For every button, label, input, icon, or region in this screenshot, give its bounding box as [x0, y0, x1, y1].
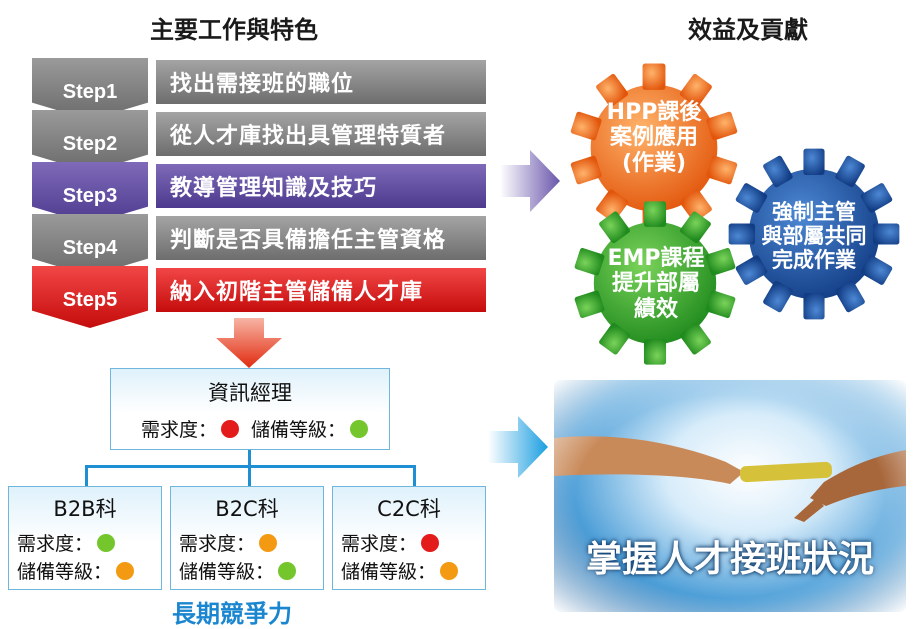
gear-green-text: EMP課程 提升部屬 績效	[606, 246, 706, 322]
reserve-dot-icon	[350, 419, 369, 438]
demand-label: 需求度：	[179, 533, 256, 555]
gear-orange-line2: 案例應用	[609, 125, 698, 151]
org-child-reserve: 儲備等級：	[179, 557, 297, 584]
demand-label: 需求度：	[141, 419, 218, 441]
org-child-demand: 需求度：	[17, 529, 116, 556]
photo-caption: 掌握人才接班狀況	[585, 539, 874, 580]
org-child-box-b2b: B2B科 需求度： 儲備等級：	[8, 486, 162, 590]
reserve-label: 儲備等級：	[251, 419, 347, 441]
step3-text: 教導管理知識及技巧	[170, 176, 378, 201]
step5-chevron: Step5	[32, 266, 148, 328]
org-child-reserve: 儲備等級：	[341, 557, 459, 584]
demand-dot-icon	[97, 533, 116, 552]
step3-bar: 教導管理知識及技巧	[156, 164, 486, 208]
org-top-box: 資訊經理 需求度： 儲備等級：	[110, 368, 390, 450]
reserve-dot-icon	[278, 561, 297, 580]
right-arrow-blue-icon	[488, 416, 548, 478]
org-footer: 長期競爭力	[172, 600, 292, 628]
down-arrow-icon	[216, 318, 282, 368]
step5-bar: 納入初階主管儲備人才庫	[156, 268, 486, 312]
gear-blue-icon	[728, 148, 900, 320]
org-child-title: B2C科	[215, 497, 279, 521]
demand-dot-icon	[221, 419, 240, 438]
org-child-demand: 需求度：	[179, 529, 278, 556]
gear-orange-icon	[570, 63, 738, 233]
demand-label: 需求度：	[341, 533, 418, 555]
reserve-dot-icon	[116, 561, 135, 580]
gear-orange-line3: (作業)	[621, 150, 687, 176]
step5-text: 納入初階主管儲備人才庫	[170, 280, 424, 305]
gear-orange-text: HPP課後 案例應用 (作業)	[606, 100, 702, 176]
step1-label: Step1	[62, 81, 118, 103]
right-arrow-purple-icon	[500, 150, 560, 212]
org-child-title: B2B科	[53, 497, 117, 521]
connector-line	[85, 465, 88, 487]
gear-blue-line2: 與部屬共同	[761, 224, 867, 249]
gear-blue-text: 強制主管 與部屬共同 完成作業	[756, 200, 872, 272]
step1-text: 找出需接班的職位	[170, 72, 355, 97]
step3-label: Step3	[62, 185, 118, 207]
step2-text: 從人才庫找出具管理特質者	[170, 124, 447, 149]
gear-blue-line1: 強制主管	[772, 200, 856, 224]
org-child-title: C2C科	[377, 497, 441, 521]
gear-blue-line3: 完成作業	[772, 248, 856, 273]
reserve-label: 儲備等級：	[179, 561, 275, 583]
hands-baton-illustration	[554, 436, 906, 522]
org-child-reserve: 儲備等級：	[17, 557, 135, 584]
gear-orange-line1: HPP課後	[606, 100, 702, 125]
demand-label: 需求度：	[17, 533, 94, 555]
step4-bar: 判斷是否具備擔任主管資格	[156, 216, 486, 260]
connector-line	[413, 465, 416, 487]
left-header: 主要工作與特色	[150, 16, 318, 44]
step4-text: 判斷是否具備擔任主管資格	[170, 228, 447, 253]
relay-baton-photo: 掌握人才接班狀況	[554, 380, 906, 612]
gear-green-line1: EMP課程	[607, 246, 705, 271]
gear-green-line3: 績效	[633, 296, 678, 322]
gear-green-icon	[573, 201, 737, 365]
step5-label: Step5	[62, 289, 118, 311]
right-header: 效益及貢獻	[688, 16, 808, 44]
org-child-box-c2c: C2C科 需求度： 儲備等級：	[332, 486, 486, 590]
step4-label: Step4	[62, 237, 118, 259]
org-top-status: 需求度： 儲備等級：	[141, 415, 369, 442]
connector-line	[248, 465, 251, 487]
step2-bar: 從人才庫找出具管理特質者	[156, 112, 486, 156]
reserve-label: 儲備等級：	[341, 561, 437, 583]
demand-dot-icon	[259, 533, 278, 552]
demand-dot-icon	[421, 533, 440, 552]
step2-label: Step2	[62, 133, 118, 155]
reserve-label: 儲備等級：	[17, 561, 113, 583]
org-child-box-b2c: B2C科 需求度： 儲備等級：	[170, 486, 324, 590]
connector-line	[248, 450, 251, 466]
org-child-demand: 需求度：	[341, 529, 440, 556]
gear-green-line2: 提升部屬	[611, 271, 700, 297]
org-top-title: 資訊經理	[208, 381, 292, 405]
step1-bar: 找出需接班的職位	[156, 60, 486, 104]
reserve-dot-icon	[440, 561, 459, 580]
